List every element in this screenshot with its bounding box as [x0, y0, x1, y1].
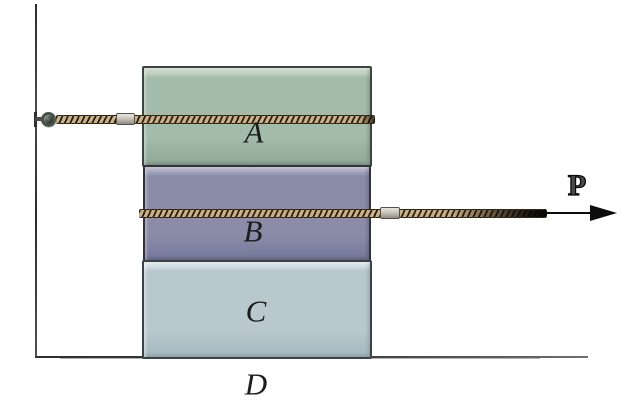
force-arrow-head-icon — [590, 204, 617, 221]
rope-ferrule-top — [116, 113, 135, 125]
block-c — [142, 260, 372, 359]
eye-bolt-stem — [35, 117, 44, 121]
block-a-label: A — [244, 114, 264, 150]
force-label: P — [567, 169, 587, 202]
rope-through-block-b — [139, 208, 547, 218]
base-label: D — [244, 366, 268, 402]
eye-bolt-icon — [41, 111, 56, 127]
block-c-label: C — [245, 293, 267, 329]
block-b-label: B — [243, 213, 263, 249]
wall-line — [35, 4, 37, 357]
rope-ferrule-bottom — [380, 207, 400, 219]
rope-through-block-a — [56, 114, 375, 124]
